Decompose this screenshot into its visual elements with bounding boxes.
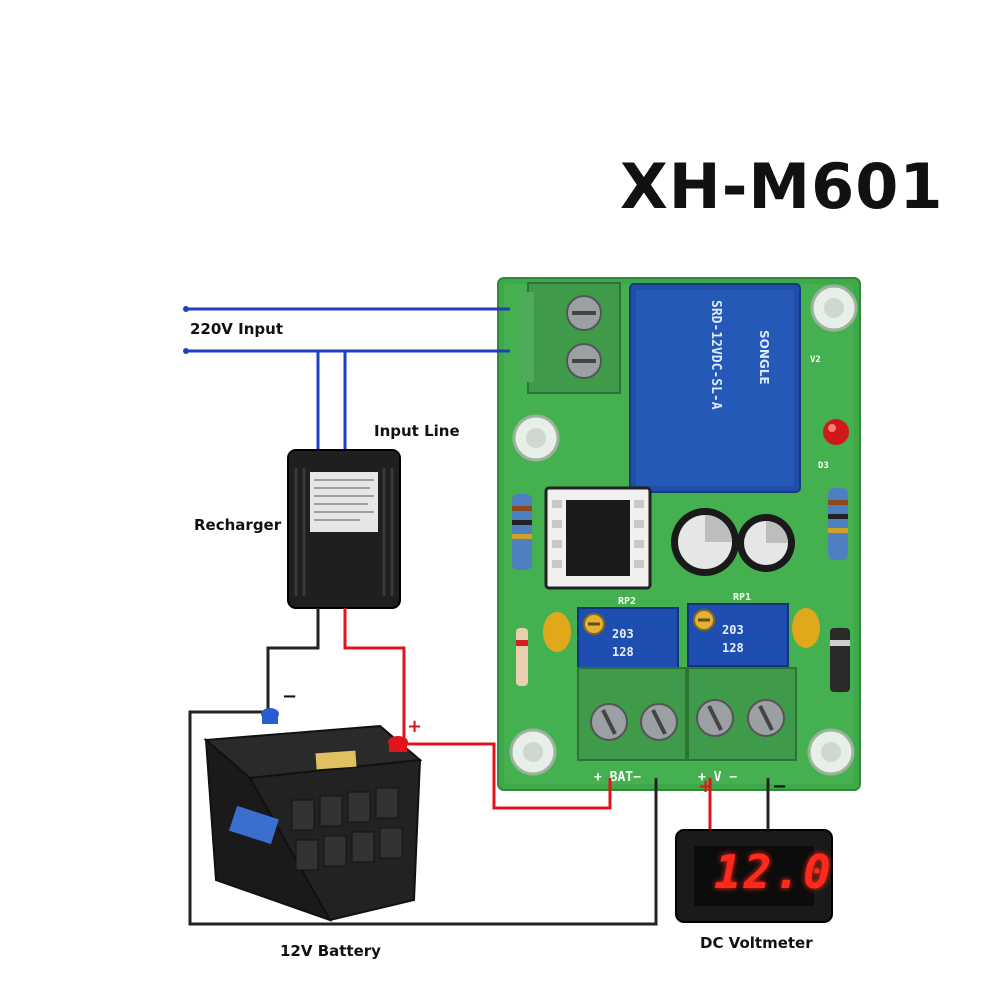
board-mark-v2: V2	[810, 355, 821, 365]
mounting-hole-ml	[512, 414, 560, 462]
rp1-code2: 128	[722, 641, 744, 655]
input-terminal-block	[520, 282, 621, 394]
relay-label: SRD-12VDC-SL-A	[708, 300, 723, 410]
led-red	[823, 419, 849, 445]
relay-brand: SONGLE	[757, 330, 771, 385]
wires-220v	[186, 307, 510, 455]
diode-left	[516, 628, 528, 686]
bat-terminal-label: + BAT−	[594, 770, 641, 785]
rp2-label: RP2	[618, 596, 636, 607]
label-recharger: Recharger	[194, 516, 282, 534]
ceramic-cap-left	[543, 612, 571, 652]
voltmeter-reading: 12.0	[714, 845, 833, 899]
label-input-line: Input Line	[374, 422, 460, 440]
dc-voltmeter	[675, 829, 833, 923]
label-220v-input: 220V Input	[190, 320, 283, 338]
v-terminal-block	[687, 667, 797, 761]
rp2-code: 203	[612, 627, 634, 641]
polarity-negative-voltmeter: −	[772, 776, 788, 797]
wire-negative	[188, 608, 770, 926]
label-dc-voltmeter: DC Voltmeter	[700, 934, 813, 952]
page-title: XH-M601	[620, 150, 944, 223]
potentiometer-rp2[interactable]: 203 128	[577, 607, 679, 671]
ic-chip	[544, 486, 652, 590]
polarity-negative-battery: −	[282, 686, 298, 707]
relay: SRD-12VDC-SL-A SONGLE	[629, 283, 801, 493]
polarity-positive-battery: +	[407, 716, 423, 737]
rp1-label: RP1	[733, 592, 751, 603]
polarity-positive-voltmeter: +	[698, 776, 714, 797]
wire-positive	[343, 608, 712, 830]
battery-terminal-negative	[261, 708, 279, 724]
bat-terminal-block	[577, 667, 687, 761]
recharger-adapter	[287, 449, 401, 609]
ceramic-cap-right	[792, 608, 820, 648]
battery-terminal-positive	[388, 736, 408, 752]
battery	[203, 708, 423, 922]
resistor-r2	[828, 488, 848, 560]
board-mark-d3: D3	[818, 461, 829, 471]
potentiometer-rp1[interactable]: 203 128	[687, 603, 789, 667]
mounting-hole-tr	[810, 284, 858, 332]
diode-right	[830, 628, 850, 692]
rp1-code: 203	[722, 623, 744, 637]
resistor-r1	[512, 494, 532, 570]
capacitor-small	[737, 514, 795, 572]
rp2-code2: 128	[612, 645, 634, 659]
v-terminal-label: + V −	[698, 770, 737, 785]
mounting-hole-br	[807, 728, 855, 776]
capacitor-large	[671, 508, 739, 576]
pcb-board: SRD-12VDC-SL-A SONGLE	[497, 277, 861, 791]
mounting-hole-bl	[509, 728, 557, 776]
label-12v-battery: 12V Battery	[280, 942, 381, 960]
